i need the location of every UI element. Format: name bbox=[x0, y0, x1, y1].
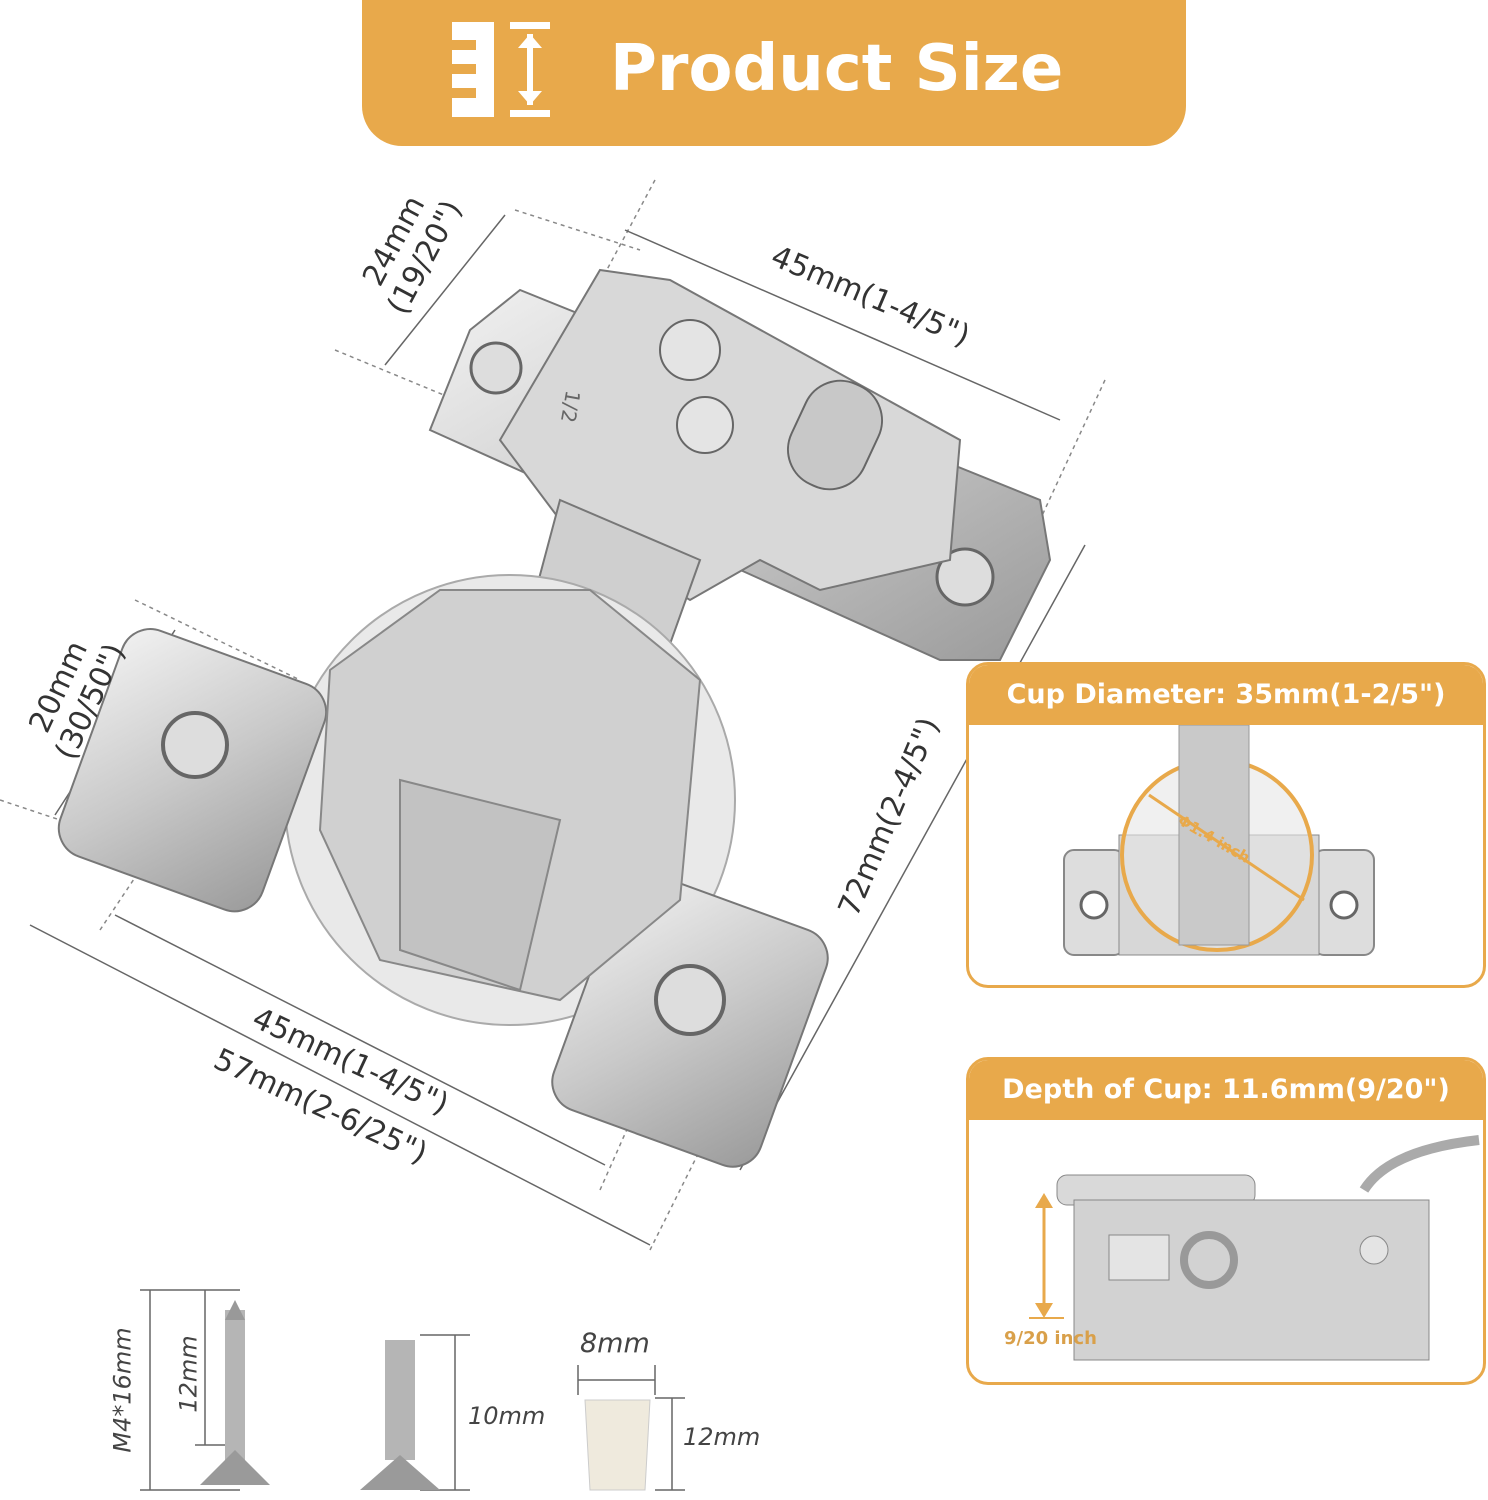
screw-long-total-label: M4*16mm bbox=[108, 1327, 137, 1453]
screw-long-thread-label: 12mm bbox=[174, 1335, 203, 1413]
cup-diameter-title: Cup Diameter: 35mm(1-2/5") bbox=[969, 665, 1483, 725]
cup-depth-label: 9/20 inch bbox=[1004, 1328, 1097, 1349]
cup-depth-title: Depth of Cup: 11.6mm(9/20") bbox=[969, 1060, 1483, 1120]
dim-overall-height: 72mm(2-4/5") bbox=[831, 712, 947, 922]
height-measure-icon bbox=[452, 22, 552, 117]
header-banner bbox=[362, 0, 1186, 146]
dim-mounting-width: 24mm (19/20") bbox=[355, 190, 470, 321]
dowel-diameter-label: 8mm bbox=[580, 1328, 650, 1359]
cup-diameter-illustration bbox=[1063, 725, 1375, 956]
dim-wing-width: 20mm (30/50") bbox=[22, 635, 132, 765]
cup-depth-illustration bbox=[1029, 1135, 1480, 1361]
euro-screw-icon bbox=[360, 1340, 440, 1490]
wood-screw-icon bbox=[200, 1300, 270, 1485]
screw-short-label: 10mm bbox=[468, 1402, 546, 1430]
plate-marking: 1/2 bbox=[555, 388, 586, 425]
page-title: Product Size bbox=[610, 32, 1064, 106]
cup-depth-card: Depth of Cup: 11.6mm(9/20") 9/20 inch bbox=[966, 1057, 1486, 1385]
dowel-length-label: 12mm bbox=[683, 1423, 761, 1451]
plastic-dowel-icon bbox=[584, 1399, 651, 1491]
cup-diameter-card: Cup Diameter: 35mm(1-2/5") Φ1.4 inch bbox=[966, 662, 1486, 988]
dim-plate-length: 45mm(1-4/5") bbox=[765, 239, 975, 355]
